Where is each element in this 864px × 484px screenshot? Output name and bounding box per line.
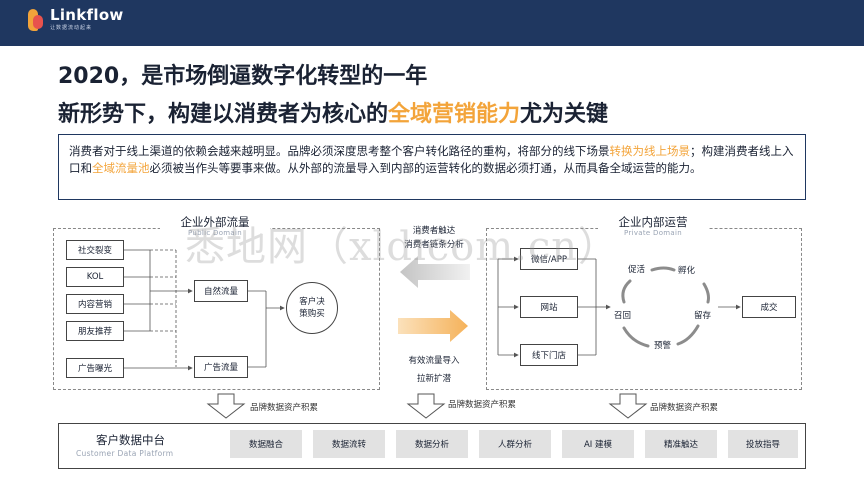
linkflow-logo-icon (28, 8, 44, 31)
private-domain-title: 企业内部运营 (598, 214, 708, 230)
logo-name: Linkflow (50, 6, 124, 24)
cdp-item-ad-guidance: 投放指导 (728, 430, 798, 458)
cycle-recall: 召回 (614, 311, 632, 321)
title-suffix: 尤为关键 (520, 102, 609, 127)
channel-wechat-app: 微信/APP (520, 248, 578, 270)
source-content: 内容营销 (66, 294, 124, 314)
middle-top-line-1: 消费者触达 (412, 226, 456, 236)
brand-logo: Linkflow 让数据流动起来 (28, 8, 124, 31)
cdp-item-ai-modeling: AI 建模 (562, 430, 634, 458)
middle-bottom-line-1: 有效流量导入 (408, 356, 460, 366)
ad-traffic-box: 广告流量 (194, 356, 248, 378)
cdp-item-data-analysis: 数据分析 (396, 430, 468, 458)
cdp-item-audience-analysis: 人群分析 (479, 430, 551, 458)
cdp-panel (58, 423, 806, 469)
logo-tagline: 让数据流动起来 (50, 25, 93, 31)
page-title-line-2: 新形势下，构建以消费者为核心的全域营销能力尤为关键 (58, 96, 608, 128)
public-domain-title: 企业外部流量 (160, 214, 270, 230)
title-prefix: 新形势下，构建以消费者为核心的 (58, 102, 389, 127)
cdp-title: 客户数据中台 (96, 433, 165, 447)
cycle-activate: 促活 (628, 265, 646, 275)
middle-top-line-2: 消费者链条分析 (404, 240, 464, 250)
intro-highlight-2: 全域流量池 (92, 161, 150, 175)
cdp-item-data-fusion: 数据融合 (230, 430, 302, 458)
cycle-incubate: 孵化 (678, 266, 696, 276)
cdp-subtitle: Customer Data Platform (76, 449, 174, 458)
channel-offline-store: 线下门店 (520, 344, 578, 366)
natural-traffic-box: 自然流量 (194, 280, 248, 302)
intro-text-1: 消费者对于线上渠道的依赖会越来越明显。品牌必须深度思考整个客户转化路径的重构，将… (69, 144, 610, 158)
source-referral: 朋友推荐 (66, 321, 124, 341)
flow-label-middle: 品牌数据资产积累 (448, 400, 517, 410)
cdp-item-precise-reach: 精准触达 (645, 430, 717, 458)
cycle-warning: 预警 (654, 341, 672, 351)
source-kol: KOL (66, 267, 124, 287)
intro-highlight-1: 转换为线上场景 (609, 144, 691, 158)
customer-decision-circle: 客户决策购买 (286, 282, 338, 334)
intro-paragraph: 消费者对于线上渠道的依赖会越来越明显。品牌必须深度思考整个客户转化路径的重构，将… (58, 134, 806, 200)
cycle-retain: 留存 (694, 311, 712, 321)
intro-text-2: ；构建消费者线上入口和 (69, 144, 794, 175)
intro-text-3: 必须被当作头等要事来做。从外部的流量导入到内部的运营转化的数据必须打通，从而具备… (149, 161, 702, 175)
source-ads: 广告曝光 (66, 358, 124, 378)
page-title-line-1: 2020，是市场倒逼数字化转型的一年 (58, 64, 428, 89)
middle-bottom-line-2: 拉新扩潜 (416, 374, 451, 384)
title-highlight: 全域营销能力 (388, 102, 521, 127)
cdp-item-data-flow: 数据流转 (313, 430, 385, 458)
deal-box: 成交 (742, 296, 796, 318)
public-domain-subtitle: Public Domain (187, 229, 242, 237)
flow-label-right: 品牌数据资产积累 (650, 403, 719, 413)
private-domain-subtitle: Private Domain (624, 229, 682, 237)
header-bar (0, 0, 864, 46)
source-social: 社交裂变 (66, 240, 124, 260)
flow-label-left: 品牌数据资产积累 (250, 403, 319, 413)
channel-website: 网站 (520, 296, 578, 318)
